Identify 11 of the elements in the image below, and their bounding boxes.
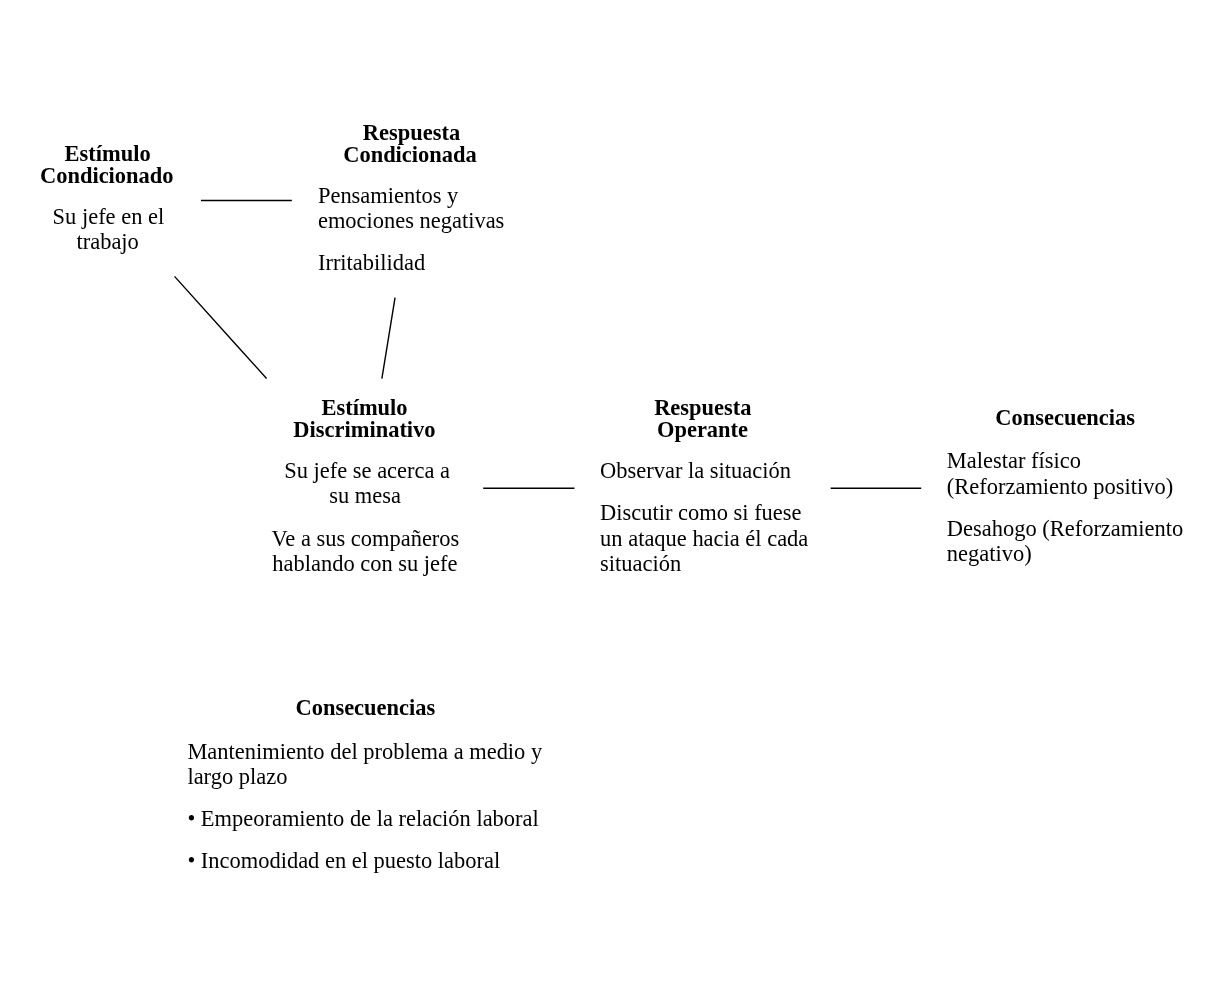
connector (829, 487, 922, 489)
node-text: Estímulo Condicionado Su jefe en el trabajo (39, 140, 174, 254)
node-text: Respuesta Condicionada Pensamientos y emociones negativas Irritabilidad (317, 119, 505, 275)
node-text: Consecuencias Mantenimiento del problema a medio y largo plazo • Empeoramiento de la relación laboral • Incomodidad en el puesto laboral (187, 694, 543, 873)
connector (482, 487, 576, 489)
connector (381, 296, 396, 379)
connector (173, 275, 268, 379)
node-text: Estímulo Discriminativo Su jefe se acerca a su mesa Ve a sus compañeros hablando con su jefe (271, 394, 460, 576)
node-text: Respuesta Operante Observar la situación Discutir como si fuese un ataque hacia él cada situación (600, 394, 809, 576)
connector (200, 199, 293, 201)
node-text: Consecuencias Malestar físico (Reforzamiento positivo) Desahogo (Reforzamiento negativo) (946, 404, 1184, 566)
